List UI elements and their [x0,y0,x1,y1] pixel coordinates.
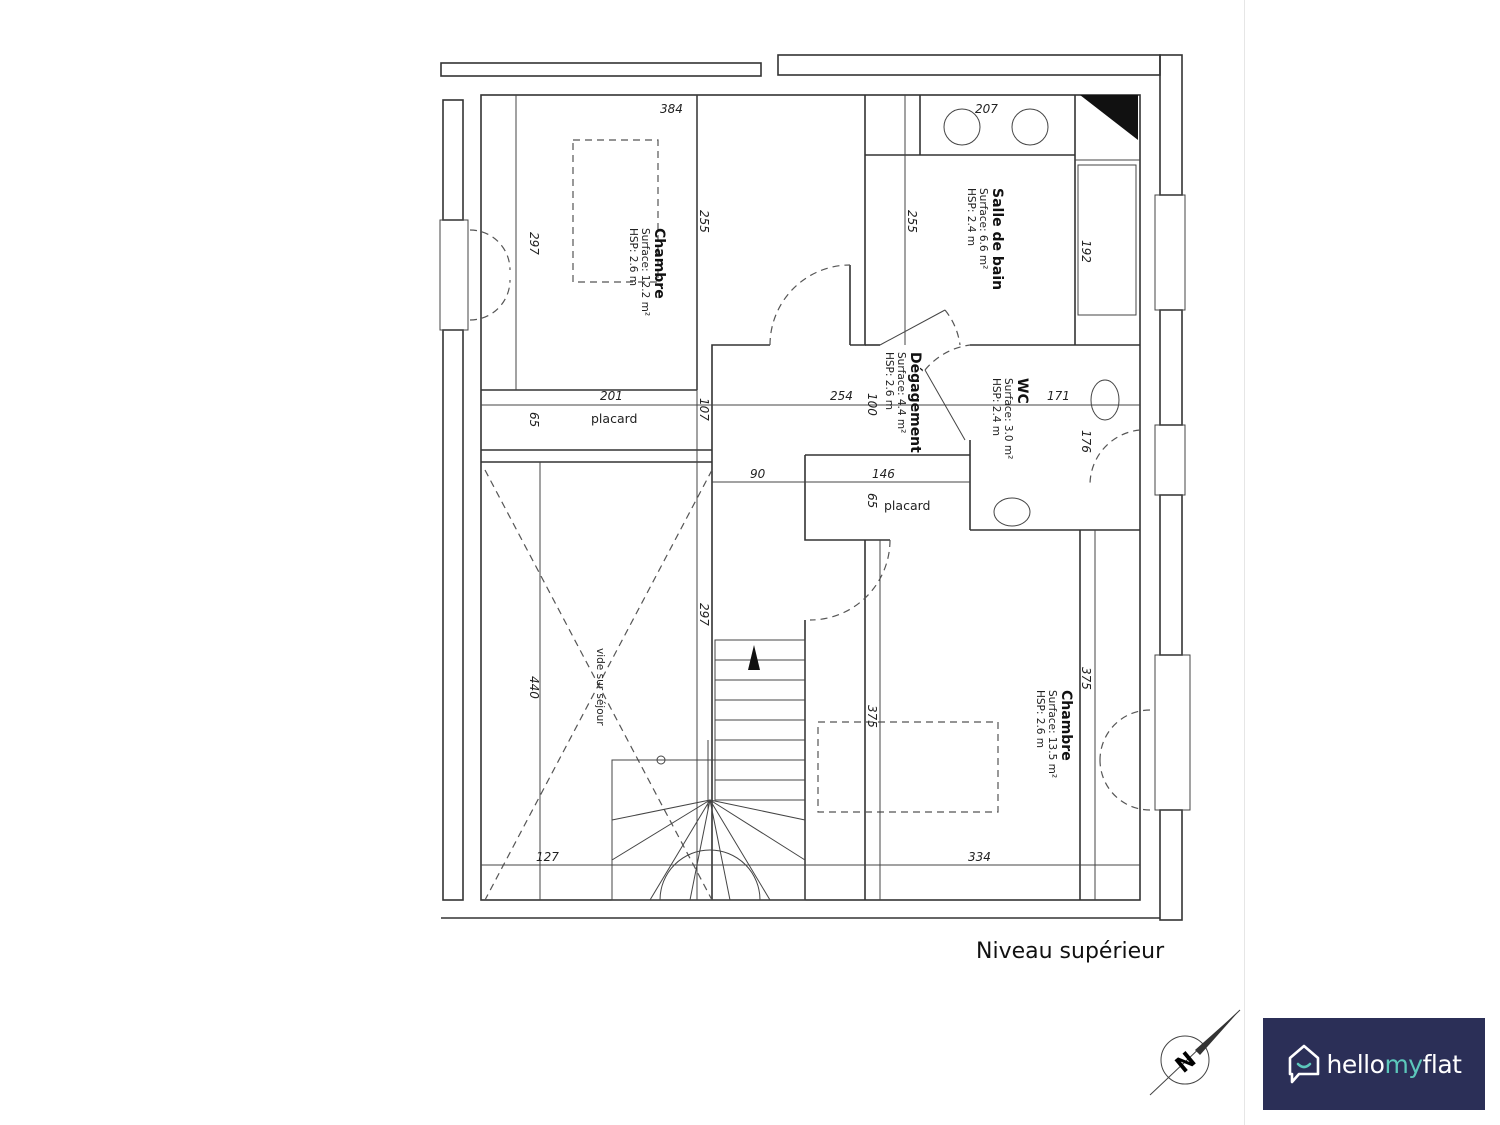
page-divider [1244,0,1245,1125]
dim-label: 146 [872,467,895,481]
dim-label: 255 [697,210,711,233]
dim-label: 176 [1079,430,1093,453]
dim-label: 90 [750,467,766,481]
dimension-lines [481,95,1140,900]
room-surface: Surface: 6.6 m² [977,188,989,269]
compass-north-label: N [1171,1048,1201,1079]
logo-text: flat [1422,1049,1462,1079]
dim-label: 297 [527,232,541,255]
dim-label: 334 [968,850,991,864]
room-surface: Surface: 13.5 m² [1046,690,1058,778]
placard-label: placard [884,498,930,513]
dim-label: 297 [697,603,711,626]
dim-label: 192 [1079,240,1093,263]
dim-label: 255 [905,210,919,233]
room-chambre-2: Chambre Surface: 13.5 m² HSP: 2.6 m [1034,690,1074,778]
room-name: Salle de bain [989,188,1005,290]
void-label: vide sur séjour [594,648,606,726]
placard-label: placard [591,411,637,426]
plan-caption: Niveau supérieur [976,939,1165,964]
inner-walls [480,94,1141,901]
room-name: Dégagement [907,352,923,453]
hellomyflat-logo: hellomyflat [1263,1018,1485,1110]
void-area [484,469,713,901]
dim-label: 384 [660,102,683,116]
room-hsp: HSP: 2.6 m [627,228,639,286]
house-chat-icon [1288,1044,1319,1084]
room-name: Chambre [651,228,667,299]
room-hsp: HSP: 2.6 m [1034,690,1046,748]
furniture [572,95,1138,813]
room-surface: Surface: 3.0 m² [1002,378,1014,459]
compass-icon: N [1149,1009,1241,1096]
logo-text: hello [1326,1049,1385,1079]
dim-label: 65 [865,493,879,508]
logo-text: my [1384,1049,1423,1079]
outer-walls [439,54,1191,921]
dim-label: 107 [697,398,711,421]
dim-label: 375 [865,705,879,728]
room-hsp: HSP: 2.4 m [965,188,977,246]
dim-label: 171 [1047,389,1070,403]
dim-label: 65 [527,412,541,427]
dim-label: 201 [600,389,623,403]
room-degagement: Dégagement Surface: 4.4 m² HSP: 2.6 m [883,352,923,453]
room-surface: Surface: 4.4 m² [895,352,907,433]
dim-label: 100 [865,393,879,416]
room-wc: WC Surface: 3.0 m² HSP: 2.4 m [990,378,1030,459]
dim-label: 127 [536,850,559,864]
staircase [611,639,806,901]
dim-label: 440 [527,676,541,699]
room-surface: Surface: 12.2 m² [639,228,651,316]
dim-label: 207 [975,102,998,116]
dim-label: 254 [830,389,853,403]
room-name: WC [1014,378,1030,404]
room-chambre-1: Chambre Surface: 12.2 m² HSP: 2.6 m [627,228,667,316]
room-hsp: HSP: 2.4 m [990,378,1002,436]
room-name: Chambre [1058,690,1074,761]
dimension-labels: 384 207 255 255 297 192 201 65 107 254 1… [527,102,1093,864]
room-salle-de-bain: Salle de bain Surface: 6.6 m² HSP: 2.4 m [965,188,1005,290]
stair-direction-arrow-icon [748,645,760,670]
room-hsp: HSP: 2.6 m [883,352,895,410]
dim-label: 375 [1079,667,1093,690]
